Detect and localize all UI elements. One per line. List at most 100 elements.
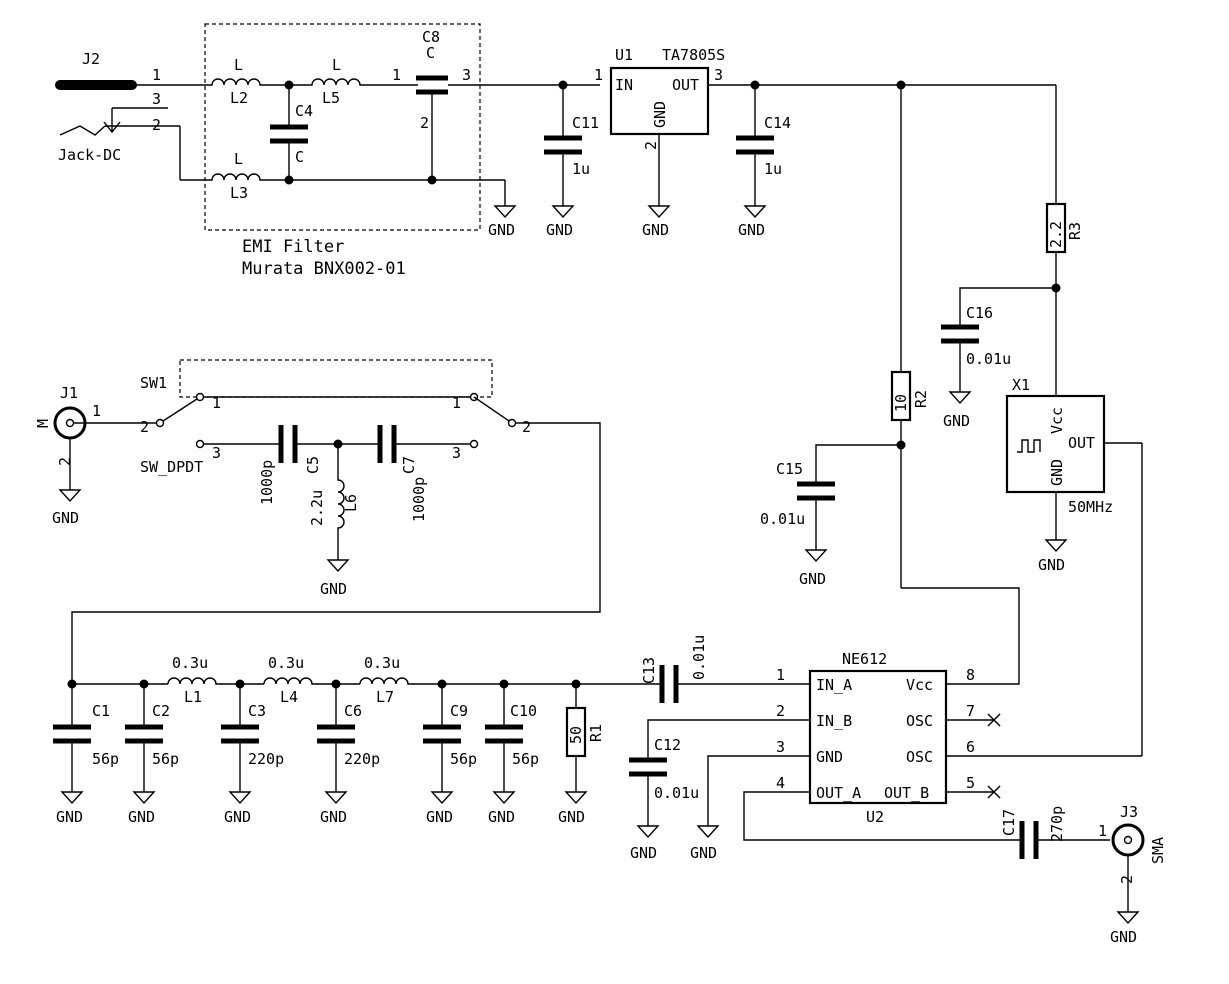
svg-text:GND: GND <box>320 580 347 598</box>
capacitor-c17: C17 270p <box>1000 806 1110 859</box>
svg-text:3: 3 <box>452 444 461 462</box>
j2-pin2: 2 <box>152 116 161 134</box>
inductor-l5: L L5 <box>290 56 418 107</box>
j2-type: Jack-DC <box>58 146 121 164</box>
svg-text:1u: 1u <box>764 160 782 178</box>
svg-text:GND: GND <box>546 221 573 239</box>
svg-text:2: 2 <box>1118 875 1136 884</box>
svg-text:0.3u: 0.3u <box>364 654 400 672</box>
svg-text:U2: U2 <box>866 808 884 826</box>
capacitor-c6: C6 220p GND <box>317 679 380 826</box>
svg-text:GND: GND <box>642 221 669 239</box>
svg-text:2: 2 <box>56 457 74 466</box>
svg-text:GND: GND <box>943 412 970 430</box>
emi-filter-part: Murata BNX002-01 <box>242 259 406 279</box>
svg-text:GND: GND <box>1038 556 1065 574</box>
svg-text:U1: U1 <box>615 46 633 64</box>
svg-text:0.3u: 0.3u <box>268 654 304 672</box>
ground-symbol <box>493 205 517 219</box>
svg-text:GND: GND <box>224 808 251 826</box>
inductor-l1 <box>167 677 264 685</box>
svg-text:M: M <box>34 419 52 428</box>
capacitor-c16: C16 0.01u GND <box>941 287 1056 430</box>
svg-text:Vcc: Vcc <box>1048 407 1066 434</box>
svg-text:2.2: 2.2 <box>1047 221 1065 248</box>
svg-text:NE612: NE612 <box>842 650 887 668</box>
svg-text:0.3u: 0.3u <box>172 654 208 672</box>
svg-text:1: 1 <box>1098 822 1107 840</box>
svg-text:0.01u: 0.01u <box>760 510 805 528</box>
svg-text:C12: C12 <box>654 736 681 754</box>
capacitor-c13: C13 0.01u <box>640 635 810 703</box>
svg-text:GND: GND <box>426 808 453 826</box>
svg-text:Vcc: Vcc <box>906 676 933 694</box>
capacitor-c3: C3 220p GND <box>221 679 284 826</box>
svg-text:C3: C3 <box>248 702 266 720</box>
connector-j3: J3 SMA 1 2 GND <box>1098 803 1167 946</box>
svg-text:J3: J3 <box>1120 803 1138 821</box>
svg-text:7: 7 <box>966 702 975 720</box>
svg-text:56p: 56p <box>450 750 477 768</box>
capacitor-c8: C8 C 1 3 2 <box>392 28 600 185</box>
svg-text:1: 1 <box>92 402 101 420</box>
svg-text:L1: L1 <box>184 688 202 706</box>
regulator-u1: U1 TA7805S IN OUT GND 1 3 2 GND <box>594 46 755 239</box>
svg-text:GND: GND <box>128 808 155 826</box>
svg-text:R3: R3 <box>1066 222 1084 240</box>
svg-text:1000p: 1000p <box>258 460 276 505</box>
svg-text:C8: C8 <box>422 28 440 46</box>
svg-text:C15: C15 <box>776 460 803 478</box>
svg-text:L: L <box>234 56 243 74</box>
capacitor-c2: C2 56p GND <box>125 679 179 826</box>
svg-text:TA7805S: TA7805S <box>662 46 725 64</box>
svg-text:3: 3 <box>212 444 221 462</box>
connector-j1: J1 M 1 2 GND <box>34 384 145 527</box>
capacitor-c12: C12 0.01u GND <box>629 719 810 862</box>
svg-text:2: 2 <box>522 418 531 436</box>
svg-text:SW_DPDT: SW_DPDT <box>140 458 203 476</box>
j2-ref: J2 <box>82 50 100 68</box>
svg-text:1: 1 <box>594 66 603 84</box>
capacitor-c1: C1 56p GND <box>53 679 119 826</box>
svg-text:0.01u: 0.01u <box>966 350 1011 368</box>
svg-text:50MHz: 50MHz <box>1068 498 1113 516</box>
svg-text:C17: C17 <box>1000 809 1018 836</box>
mixer-u2: NE612 U2 IN_A IN_B GND OUT_A Vcc OSC OSC… <box>743 650 1142 841</box>
svg-text:220p: 220p <box>344 750 380 768</box>
emi-filter-box <box>204 23 481 231</box>
svg-text:GND: GND <box>52 509 79 527</box>
svg-text:GND: GND <box>320 808 347 826</box>
inductor-l3: L L3 <box>210 150 505 202</box>
svg-text:L7: L7 <box>376 688 394 706</box>
svg-text:C4: C4 <box>295 102 313 120</box>
switch-sw1: SW1 SW_DPDT 2 1 3 1 2 3 <box>71 359 601 684</box>
svg-text:L4: L4 <box>280 688 298 706</box>
svg-text:OSC: OSC <box>906 712 933 730</box>
svg-text:IN_B: IN_B <box>816 712 852 730</box>
svg-text:OUT: OUT <box>1068 434 1095 452</box>
svg-text:IN_A: IN_A <box>816 676 852 694</box>
svg-text:GND: GND <box>488 221 515 239</box>
capacitor-c10: C10 56p GND <box>485 679 539 826</box>
svg-text:GND: GND <box>56 808 83 826</box>
inductor-l2: L L2 <box>205 56 290 107</box>
svg-text:GND: GND <box>1048 459 1066 486</box>
svg-text:50: 50 <box>567 726 585 744</box>
svg-text:270p: 270p <box>1048 806 1066 842</box>
svg-text:L2: L2 <box>230 89 248 107</box>
svg-text:C5: C5 <box>304 456 322 474</box>
svg-text:L: L <box>234 150 243 168</box>
svg-text:L: L <box>332 56 341 74</box>
oscillator-x1: X1 Vcc GND OUT 50MHz GND <box>1005 376 1143 756</box>
svg-text:C: C <box>426 44 435 62</box>
j2-pin1: 1 <box>152 66 161 84</box>
svg-text:56p: 56p <box>512 750 539 768</box>
svg-text:3: 3 <box>714 66 723 84</box>
svg-text:GND: GND <box>651 101 669 128</box>
svg-text:GND: GND <box>690 844 717 862</box>
svg-text:SMA: SMA <box>1149 837 1167 864</box>
inductor-l6: 2.2u L6 GND <box>308 439 360 598</box>
resistor-r1: 50 R1 GND <box>558 679 605 826</box>
svg-text:GND: GND <box>488 808 515 826</box>
svg-text:1u: 1u <box>572 160 590 178</box>
